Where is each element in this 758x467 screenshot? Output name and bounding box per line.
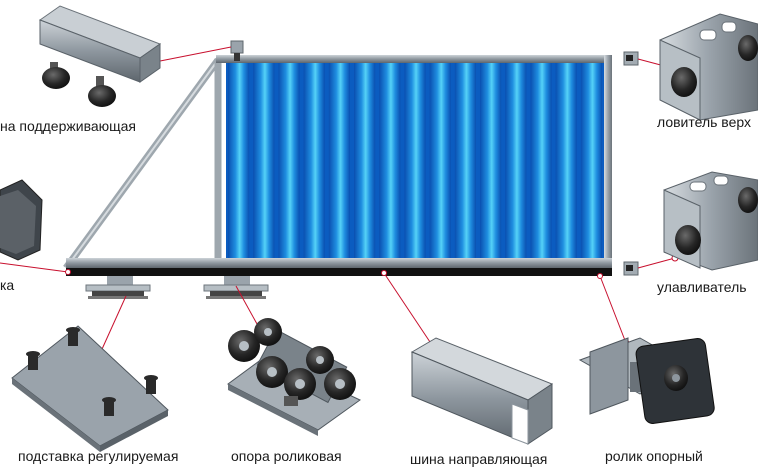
panel-rib xyxy=(429,63,451,258)
panel-rib xyxy=(303,63,325,258)
gate xyxy=(63,40,639,299)
label-left-end: ка xyxy=(0,277,15,293)
top-roller-stem xyxy=(234,53,240,61)
part-support-rail xyxy=(38,5,162,107)
leader-lower-catcher xyxy=(637,257,676,269)
part-guide-rail xyxy=(410,337,554,445)
label-support-roller: ролик опорный xyxy=(605,448,703,464)
leader-left-end xyxy=(0,262,69,273)
label-support-rail: на поддерживающая xyxy=(0,118,137,134)
panel-rib xyxy=(328,63,350,258)
panel-rib xyxy=(454,63,476,258)
part-roller-carriage xyxy=(227,318,361,436)
frame-bottom-beam xyxy=(66,258,612,268)
support-rail-roller-1 xyxy=(42,67,70,89)
leader-support-rail xyxy=(149,46,232,64)
panel-rib xyxy=(354,63,376,258)
panel-rib xyxy=(580,63,602,258)
top-roller-bracket xyxy=(230,40,244,54)
carriage-left xyxy=(85,276,151,299)
leader-support-roller xyxy=(599,275,627,344)
catcher-stub-top-hole xyxy=(626,55,633,61)
part-adjustable-base xyxy=(11,325,169,452)
support-rail-roller-2 xyxy=(88,85,116,107)
carriage-right xyxy=(203,276,269,299)
part-support-roller xyxy=(578,337,715,424)
label-lower-catcher: улавливатель xyxy=(657,279,747,295)
panel-rib xyxy=(480,63,502,258)
panel-rib xyxy=(404,63,426,258)
label-roller-support: опора роликовая xyxy=(231,448,342,464)
top-catcher-roller xyxy=(671,67,697,97)
leader-guide-rail xyxy=(383,272,433,346)
panel-rib xyxy=(555,63,577,258)
frame-diagonal-highlight xyxy=(65,59,219,269)
panel-rib xyxy=(505,63,527,258)
part-top-catcher xyxy=(659,13,758,121)
part-lower-catcher xyxy=(663,171,758,271)
panel-rib xyxy=(228,63,250,258)
panel-ribs xyxy=(228,63,602,258)
lower-catcher-roller xyxy=(675,225,701,255)
label-guide-rail: шина направляющая xyxy=(410,451,548,467)
catcher-stub-bottom-hole xyxy=(626,265,633,271)
part-end-cap xyxy=(0,179,43,261)
guide-rail-bar xyxy=(66,268,612,276)
panel-rib xyxy=(278,63,300,258)
frame-top-beam xyxy=(216,55,612,63)
panel-rib xyxy=(530,63,552,258)
leader-adjustable-base xyxy=(97,295,127,359)
label-adjustable-base: подставка регулируемая xyxy=(18,448,179,464)
frame-right-post xyxy=(604,55,612,270)
panel-rib xyxy=(379,63,401,258)
panel-rib xyxy=(253,63,275,258)
label-top-catcher: ловитель верх xyxy=(657,114,751,130)
